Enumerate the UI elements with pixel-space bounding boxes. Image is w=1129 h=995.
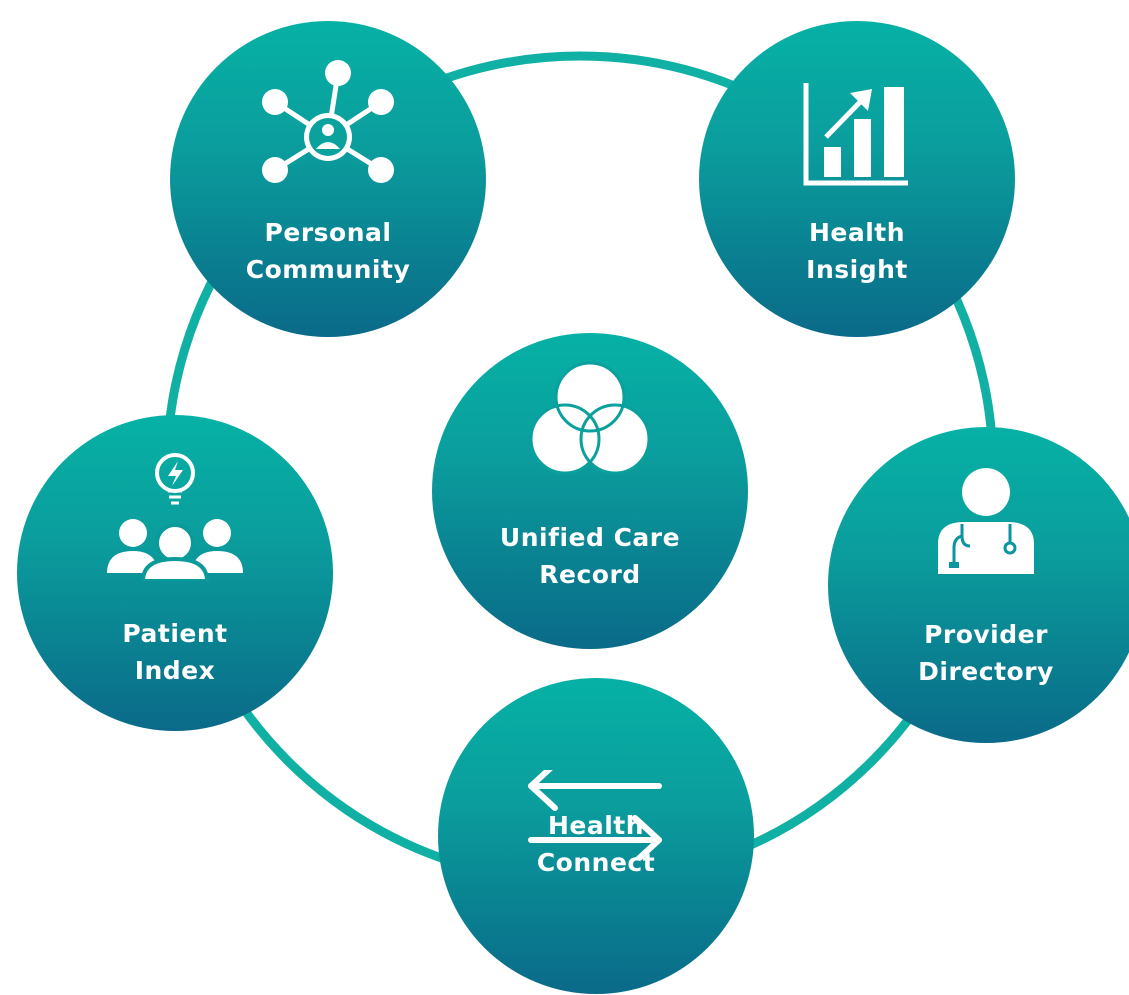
- node-label: Provider Directory: [828, 616, 1129, 690]
- label-line-2: Record: [539, 560, 641, 589]
- label-line-2: Index: [134, 656, 216, 685]
- label-line-2: Community: [245, 255, 411, 284]
- node-patient-index[interactable]: Patient Index: [17, 415, 333, 731]
- label-line-2: Directory: [918, 657, 1054, 686]
- node-label: Patient Index: [17, 615, 333, 689]
- network-hub-icon: [262, 60, 394, 183]
- node-label: Unified Care Record: [432, 519, 748, 593]
- label-line-1: Unified Care: [499, 523, 681, 552]
- label-line-2: Connect: [536, 848, 656, 877]
- node-label: Health Insight: [699, 214, 1015, 288]
- node-label: Health Connect: [438, 807, 754, 881]
- label-line-1: Personal: [264, 218, 392, 247]
- overlapping-circles-icon: [529, 361, 651, 475]
- node-health-insight[interactable]: Health Insight: [699, 21, 1015, 337]
- team-idea-icon: [107, 453, 243, 581]
- label-line-1: Provider: [924, 620, 1048, 649]
- node-personal-community[interactable]: Personal Community: [170, 21, 486, 337]
- label-line-1: Health: [808, 218, 906, 247]
- node-provider-directory[interactable]: Provider Directory: [828, 427, 1129, 743]
- label-line-1: Patient: [122, 619, 228, 648]
- bar-chart-growth-icon: [803, 83, 908, 186]
- node-unified-care-record[interactable]: Unified Care Record: [432, 333, 748, 649]
- node-health-connect[interactable]: Health Connect: [438, 678, 754, 994]
- label-line-1: Health: [547, 811, 645, 840]
- exchange-arrows-icon: [528, 770, 662, 860]
- doctor-stethoscope-icon: [938, 468, 1034, 574]
- node-label: Personal Community: [170, 214, 486, 288]
- label-line-2: Insight: [806, 255, 908, 284]
